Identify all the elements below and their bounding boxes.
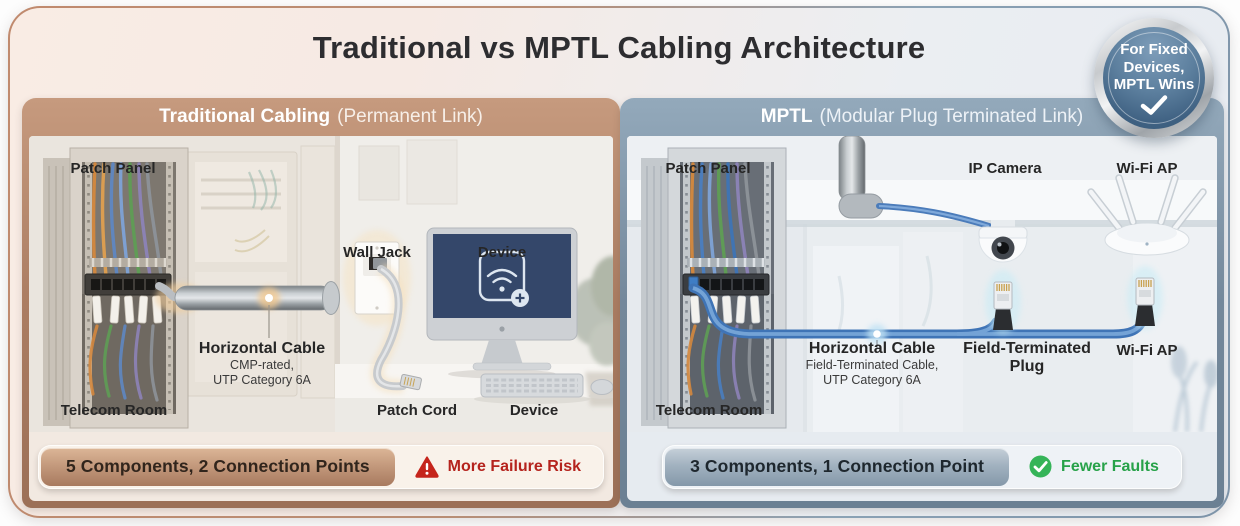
label-telecom-room: Telecom Room	[60, 402, 168, 419]
traditional-panel: Traditional Cabling (Permanent Link)	[22, 98, 620, 508]
label-wifi-ap-top: Wi-Fi AP	[1116, 160, 1178, 177]
infographic-card: Traditional vs MPTL Cabling Architecture…	[10, 8, 1228, 516]
label-patch-panel: Patch Panel	[665, 160, 751, 177]
label-device-top: Device	[477, 244, 527, 261]
traditional-stat-pill: 5 Components, 2 Connection Points	[40, 447, 395, 486]
traditional-scene-illustration	[29, 136, 613, 432]
infographic-card-border: Traditional vs MPTL Cabling Architecture…	[8, 6, 1230, 518]
mouse-graphic	[590, 379, 613, 395]
traditional-risk-text: More Failure Risk	[447, 457, 582, 475]
mptl-panel-header: MPTL (Modular Plug Terminated Link)	[627, 98, 1217, 136]
comparison-panels: Traditional Cabling (Permanent Link)	[22, 98, 1224, 508]
field-terminated-plug-graphic	[1127, 266, 1163, 330]
traditional-stat-bar: 5 Components, 2 Connection Points More F…	[37, 444, 605, 489]
winner-badge: For Fixed Devices, MPTL Wins	[1094, 18, 1214, 138]
label-patch-cord: Patch Cord	[376, 402, 458, 419]
label-device-bottom: Device	[509, 402, 559, 419]
wifi-ap-graphic	[1087, 174, 1207, 256]
page-title: Traditional vs MPTL Cabling Architecture	[312, 30, 926, 65]
mptl-panel-body: Patch Panel IP Camera Wi-Fi AP Horizonta…	[627, 136, 1217, 501]
traditional-header-subtitle: (Permanent Link)	[337, 106, 483, 127]
mptl-panel: MPTL (Modular Plug Terminated Link)	[620, 98, 1224, 508]
rack-cabinet	[641, 147, 787, 429]
field-terminated-plug-graphic	[985, 270, 1021, 334]
mptl-stat-bar: 3 Components, 1 Connection Point Fewer F…	[662, 444, 1182, 489]
label-wifi-ap-bottom: Wi-Fi AP	[1116, 342, 1178, 359]
mptl-scene-illustration	[627, 136, 1217, 432]
warning-icon	[414, 455, 439, 478]
conduit-pipe	[174, 285, 334, 311]
mptl-benefit: Fewer Faults	[1009, 455, 1179, 478]
traditional-risk: More Failure Risk	[395, 455, 601, 478]
mptl-scene: Patch Panel IP Camera Wi-Fi AP Horizonta…	[627, 136, 1217, 432]
badge-metal-ring: For Fixed Devices, MPTL Wins	[1094, 18, 1214, 138]
badge-text-line: For Fixed	[1120, 41, 1188, 59]
badge-text-line: MPTL Wins	[1113, 76, 1195, 94]
traditional-stat-row: 5 Components, 2 Connection Points More F…	[29, 432, 613, 501]
badge-check-icon	[1139, 95, 1169, 115]
badge-text-line: Devices,	[1123, 58, 1185, 76]
badge-core: For Fixed Devices, MPTL Wins	[1103, 27, 1205, 129]
label-ip-camera: IP Camera	[968, 160, 1042, 177]
mptl-header-subtitle: (Modular Plug Terminated Link)	[819, 106, 1084, 127]
traditional-header-title: Traditional Cabling	[159, 106, 331, 127]
label-patch-panel: Patch Panel	[70, 160, 156, 177]
mptl-header-title: MPTL	[760, 106, 813, 127]
check-circle-icon	[1029, 455, 1052, 478]
label-field-terminated-plug: Field-Terminated Plug	[963, 340, 1091, 376]
label-wall-jack: Wall Jack	[343, 244, 411, 261]
mptl-stat-row: 3 Components, 1 Connection Point Fewer F…	[627, 432, 1217, 501]
ceiling-conduit	[838, 136, 866, 201]
cable-callout-dot	[265, 294, 273, 302]
traditional-panel-body: Patch Panel Wall Jack Device Horizontal …	[29, 136, 613, 501]
cable-callout-dot	[873, 330, 881, 338]
traditional-scene: Patch Panel Wall Jack Device Horizontal …	[29, 136, 613, 432]
label-horizontal-cable: Horizontal Cable CMP-rated, UTP Category…	[198, 340, 326, 388]
traditional-panel-header: Traditional Cabling (Permanent Link)	[29, 98, 613, 136]
label-telecom-room: Telecom Room	[655, 402, 763, 419]
label-horizontal-cable: Horizontal Cable Field-Terminated Cable,…	[805, 340, 939, 388]
mptl-stat-pill: 3 Components, 1 Connection Point	[665, 447, 1010, 486]
ip-camera-graphic	[978, 220, 1028, 263]
wifi-device-icon	[478, 250, 529, 307]
mptl-benefit-text: Fewer Faults	[1061, 457, 1159, 475]
